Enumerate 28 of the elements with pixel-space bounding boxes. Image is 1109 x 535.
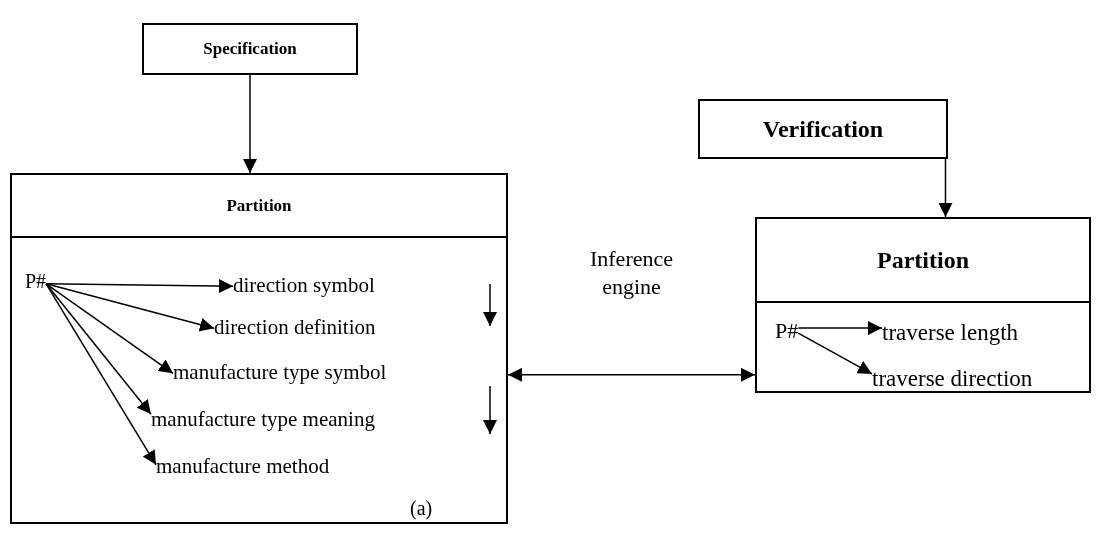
item-label: P# <box>25 270 47 293</box>
arrow <box>797 332 873 375</box>
arrow <box>507 367 756 382</box>
panel-label: (a) <box>410 497 433 520</box>
item-label: manufacture method <box>156 454 330 479</box>
arrow <box>45 283 152 415</box>
item-label: direction symbol <box>233 273 375 298</box>
arrow <box>45 283 215 332</box>
arrow <box>45 279 234 294</box>
item-label: manufacture type meaning <box>151 407 375 432</box>
arrow <box>938 158 953 218</box>
item-label: traverse direction <box>872 366 1033 393</box>
process-label: Specification <box>203 39 297 59</box>
partition-heading: Partition <box>226 195 292 216</box>
item-label: P# <box>775 318 799 344</box>
partition-heading: Partition <box>877 246 969 274</box>
arrow <box>797 321 883 336</box>
arrow <box>45 283 157 466</box>
process-box <box>698 99 948 159</box>
arrow <box>243 74 257 174</box>
arrow <box>45 283 174 375</box>
item-label: traverse length <box>882 320 1019 347</box>
partition-box <box>10 173 508 524</box>
partition-box <box>755 217 1091 393</box>
item-label: direction definition <box>214 315 376 340</box>
item-label: manufacture type symbol <box>173 360 387 385</box>
process-box <box>142 23 358 75</box>
process-label: Verification <box>762 115 884 143</box>
